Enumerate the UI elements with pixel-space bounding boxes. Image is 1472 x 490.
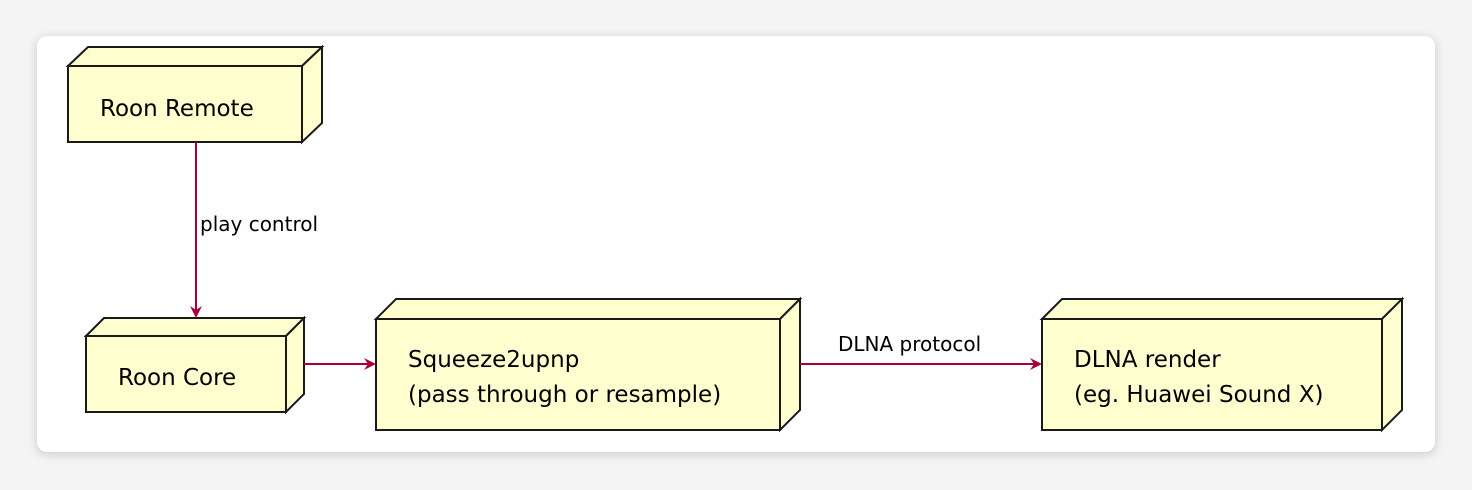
edge-label: DLNA protocol [838,332,981,356]
node-squeeze2upnp: Squeeze2upnp (pass through or resample) [373,296,803,433]
node-label-line-1: Squeeze2upnp [408,347,579,373]
node-label-line-1: DLNA render [1074,347,1221,373]
edge-remote-to-core: play control [190,142,318,318]
node-roon-remote: Roon Remote [65,44,325,145]
node-label-line-2: (eg. Huawei Sound X) [1074,382,1323,408]
node-roon-core: Roon Core [83,315,307,415]
node-label-line-2: (pass through or resample) [408,382,721,408]
node-dlna-render: DLNA render (eg. Huawei Sound X) [1039,296,1405,433]
edge-squeeze-to-render: DLNA protocol [800,332,1042,370]
node-label: Roon Core [118,365,236,391]
node-label: Roon Remote [100,96,254,122]
edge-label: play control [200,212,318,236]
